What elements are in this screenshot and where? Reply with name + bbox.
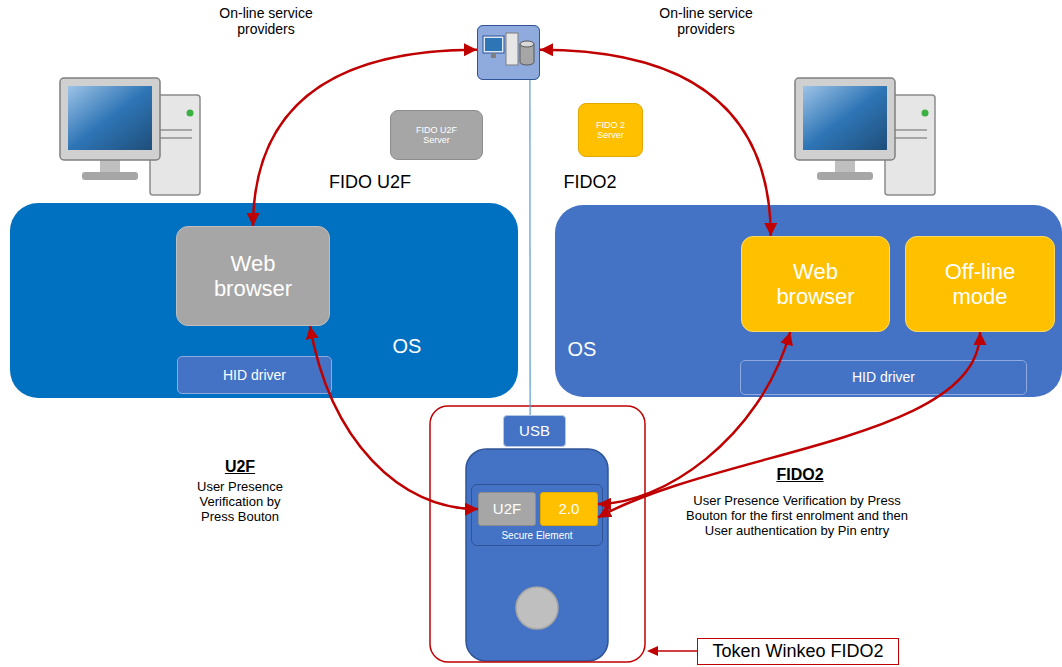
bidirectional-arrow (598, 332, 980, 518)
monitor-frame (60, 78, 160, 160)
protocol-note: User Presence Verification by Press Bout… (672, 494, 922, 539)
box-text: U2F (493, 500, 521, 517)
box-text: Web browser (198, 251, 308, 302)
monitor-base (817, 172, 873, 180)
drive-slot (158, 137, 192, 139)
box-text: Web browser (761, 259, 871, 310)
app-box: Off-line mode (905, 236, 1055, 332)
server-node: On-line service providersOn-line service… (477, 25, 540, 80)
box-text: OS (557, 338, 607, 361)
text-holder: OS (382, 335, 432, 358)
drive-slot (893, 137, 927, 139)
box-text: Secure Element (472, 530, 602, 542)
box-text: FIDO 2 Server (586, 120, 636, 141)
monitor-screen (68, 86, 152, 150)
box-text: HID driver (852, 369, 915, 385)
callout-box: Token Winkeo FIDO2 (697, 638, 899, 665)
bidirectional-arrow (310, 326, 478, 509)
label-holder: U2F (190, 458, 290, 476)
leader-line (656, 650, 697, 652)
driver-box: HID driver (177, 356, 332, 394)
database-top (520, 41, 534, 47)
os-panel: OS Web browserHID driver (10, 203, 518, 398)
leader-arrowhead (647, 646, 658, 656)
text-holder: On-line service providers (631, 5, 781, 37)
protocol-heading: U2F (190, 458, 290, 476)
box-text: Token Winkeo FIDO2 (712, 641, 883, 662)
box-text: On-line service providers (191, 5, 341, 37)
label-holder: User Presence Verification by Press Bout… (672, 494, 922, 539)
box-text: Off-line mode (925, 259, 1035, 310)
driver-box: HID driver (740, 360, 1027, 395)
power-led (922, 110, 929, 117)
label-holder: FIDO2 (540, 172, 640, 193)
monitor-frame (795, 78, 895, 160)
applet-box: U2F (478, 492, 536, 526)
os-panel: OS Web browser Off-line modeHID driver (555, 205, 1062, 397)
monitor-base (82, 172, 138, 180)
protocol-note: User Presence Verification by Press Bout… (185, 480, 295, 525)
app-box: Web browser (741, 236, 890, 332)
label-holder: User Presence Verification by Press Bout… (185, 480, 295, 525)
token-outline (430, 406, 645, 662)
drive-slot (158, 129, 192, 131)
mini-tower (506, 33, 518, 65)
secure-element: Secure Element U2F 2.0 (471, 484, 603, 546)
protocol-label: FIDO U2F (300, 172, 440, 193)
box-text: OS (382, 335, 432, 358)
bidirectional-arrow (598, 332, 790, 504)
text-holder: On-line service providers (191, 5, 341, 37)
text-holder: OS (557, 338, 607, 361)
power-led (187, 110, 194, 117)
usb-link-line (529, 80, 530, 415)
drive-slot (893, 129, 927, 131)
protocol-label: FIDO2 (540, 172, 640, 193)
computer-icon (60, 78, 200, 195)
box-text: On-line service providers (631, 5, 781, 37)
box-text: FIDO U2F Server (406, 125, 468, 146)
bidirectional-arrow (540, 50, 771, 236)
server-ground (477, 25, 540, 80)
server-icon (477, 25, 540, 80)
mini-monitor (483, 36, 504, 53)
token-body (466, 449, 608, 661)
usb-connector: USB (503, 415, 566, 447)
applet-box: 2.0 (540, 492, 598, 526)
app-box: Web browser (176, 226, 330, 326)
text-holder: Secure Element (472, 530, 602, 542)
box-text: HID driver (223, 367, 286, 383)
monitor-screen (803, 86, 887, 150)
label-holder: FIDO2 (750, 466, 850, 484)
label-holder: FIDO U2F (300, 172, 440, 193)
token-button (516, 587, 558, 629)
mini-stand (491, 53, 496, 58)
computer-icon (795, 78, 935, 195)
box-text: 2.0 (559, 500, 580, 517)
box-text: USB (519, 422, 550, 439)
server-box: FIDO 2 Server (578, 103, 643, 157)
mini-screen (485, 38, 502, 51)
bidirectional-arrow (253, 50, 477, 226)
server-box: FIDO U2F Server (390, 110, 483, 160)
protocol-heading: FIDO2 (750, 466, 850, 484)
